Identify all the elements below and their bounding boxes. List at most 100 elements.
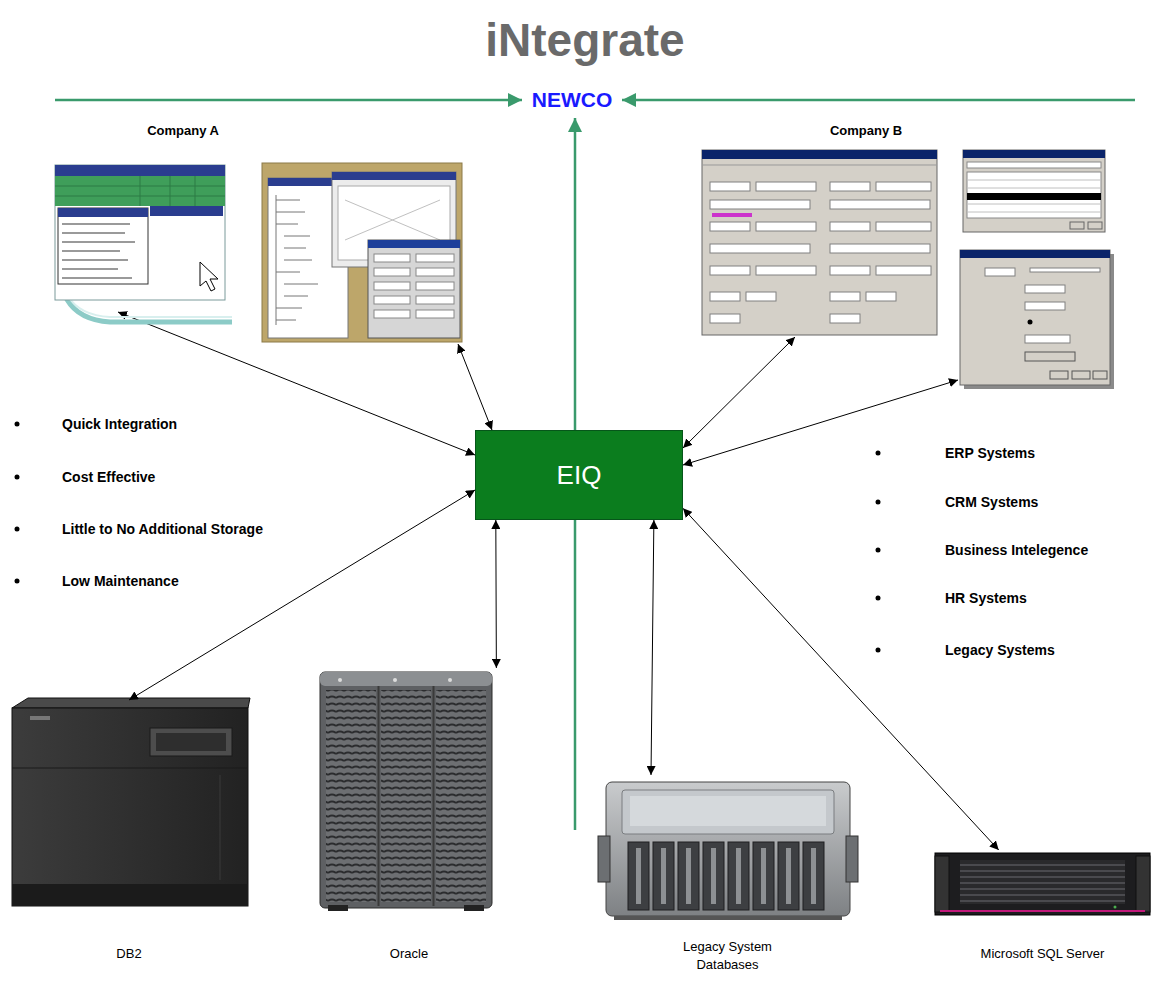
screenshot-b1	[712, 213, 752, 217]
hub-name: EIQ	[557, 460, 602, 491]
screenshot-a1	[58, 208, 148, 284]
label-wrap: CRM Systems	[945, 494, 1038, 510]
oracle-server	[320, 672, 492, 686]
screenshot-b1	[710, 182, 931, 323]
bullet-dot	[15, 475, 20, 480]
screenshot-b2	[967, 212, 1101, 213]
screenshot-a2	[345, 200, 440, 240]
screenshot-a1	[170, 176, 171, 206]
legacy-server	[803, 842, 824, 910]
screenshot-b3	[985, 268, 1015, 276]
oracle-server	[338, 678, 342, 682]
screenshot-a2	[284, 296, 308, 297]
hub-box: EIQ	[475, 430, 683, 520]
bullet-text: HR Systems	[945, 590, 1027, 606]
label-wrap: Business Intelegence	[945, 542, 1088, 558]
screenshot-a2	[374, 254, 454, 318]
screenshot-b1	[702, 150, 937, 335]
screenshot-b1	[702, 165, 937, 166]
screenshot-b1	[756, 182, 816, 191]
screenshot-arrows	[683, 380, 958, 465]
screenshot-a1	[200, 262, 218, 291]
newco-arrows	[55, 99, 522, 102]
screenshot-b1	[830, 292, 860, 301]
screenshot-b1	[702, 150, 937, 335]
screenshot-b3	[1025, 285, 1065, 293]
screenshot-a2	[374, 268, 410, 276]
bullet-dot	[15, 527, 20, 532]
screenshot-a2	[276, 195, 318, 325]
screenshot-b1	[876, 222, 931, 231]
server-node: DB2	[8, 700, 250, 963]
legacy-server	[598, 836, 610, 882]
db2-server	[150, 728, 232, 756]
screenshot-a2	[416, 296, 454, 304]
legacy-server	[703, 842, 724, 910]
screenshot-b1	[876, 266, 931, 275]
sqlserver-server	[935, 856, 949, 912]
screenshot-a2	[368, 240, 460, 338]
screenshot-a2	[262, 163, 462, 342]
screenshot-b3	[1025, 352, 1075, 361]
oracle-server	[378, 686, 380, 906]
db2-server	[40, 775, 41, 880]
picture-space	[318, 668, 500, 945]
legacy-server	[653, 842, 674, 910]
screenshot-a2	[374, 310, 410, 318]
legacy-server	[778, 842, 799, 910]
legacy-server	[728, 842, 749, 910]
screenshot-a2	[284, 260, 312, 261]
screenshot-b3	[1025, 302, 1065, 310]
bullet-text: CRM Systems	[945, 494, 1038, 510]
screenshot-b3	[985, 268, 1100, 343]
bullet-dot	[876, 451, 881, 456]
screenshot-a2	[284, 236, 310, 237]
screenshot-a2	[284, 248, 306, 249]
screenshot-b3	[1025, 335, 1070, 343]
sqlserver-server	[940, 910, 1145, 912]
newco-arrows	[622, 99, 1135, 102]
screenshot-b3	[960, 250, 1110, 258]
bullet-dot	[876, 596, 881, 601]
screenshot-a1	[140, 176, 141, 206]
screenshot-b2	[967, 204, 1101, 205]
screenshot-b1	[710, 314, 740, 323]
db2-server	[220, 775, 221, 880]
screenshot-a2	[276, 272, 300, 273]
legacy-server	[761, 848, 766, 904]
label-wrap: ERP Systems	[945, 445, 1035, 461]
label-wrap: Quick Integration	[62, 416, 177, 432]
sqlserver-server	[1114, 906, 1117, 909]
screenshot-a1	[55, 165, 232, 322]
legacy-server	[636, 848, 816, 904]
bullet-text: Cost Effective	[62, 469, 155, 485]
screenshot-a2	[416, 310, 454, 318]
screenshot-a2	[374, 282, 410, 290]
connector	[495, 520, 497, 668]
oracle-server	[320, 672, 492, 908]
bullet-dot	[15, 579, 20, 584]
screenshot-b2	[967, 162, 1101, 168]
sqlserver-server	[960, 860, 1125, 904]
screenshot-a2	[368, 240, 460, 248]
screenshot-b3	[1093, 371, 1107, 379]
legacy-server	[628, 842, 649, 910]
screenshot-b1	[746, 292, 776, 301]
bullet-text: Legacy Systems	[945, 642, 1055, 658]
screenshot-b1	[756, 266, 816, 275]
label-wrap: Legacy Systems	[945, 642, 1055, 658]
screenshot-a1	[150, 206, 223, 216]
oracle-server	[328, 905, 348, 911]
bullet-dot	[15, 422, 20, 427]
screenshot-a1	[62, 259, 128, 261]
screenshot-b1	[830, 222, 870, 231]
bullet-text: Low Maintenance	[62, 573, 179, 589]
screenshot-a1	[58, 208, 148, 217]
screenshot-b2	[1070, 222, 1084, 229]
legacy-server	[661, 848, 666, 904]
label-wrap: HR Systems	[945, 590, 1027, 606]
label-wrap: Cost Effective	[62, 469, 155, 485]
label-wrap: Low Maintenance	[62, 573, 179, 589]
screenshot-a1	[55, 176, 225, 206]
